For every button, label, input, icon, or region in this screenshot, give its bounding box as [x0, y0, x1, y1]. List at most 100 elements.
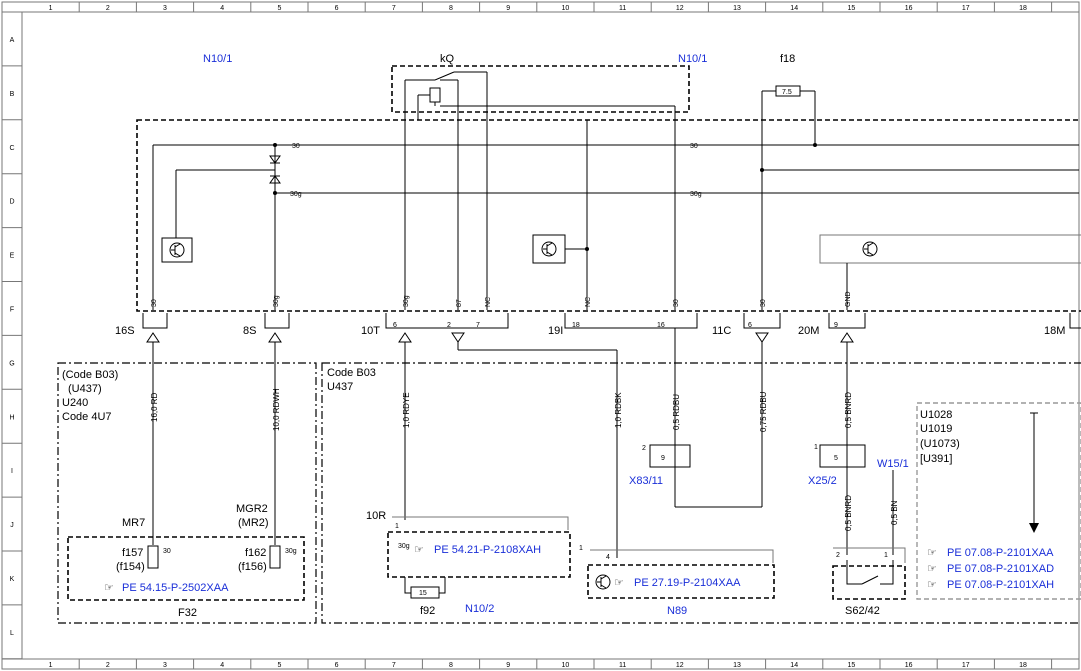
- arrow-down-icon: [1029, 523, 1039, 533]
- connector-10t: 10T 6 2 7: [361, 313, 509, 337]
- fuse-wire: [404, 577, 411, 594]
- reference-icon: ☞: [927, 563, 937, 575]
- column-label: 2: [106, 662, 110, 669]
- svg-text:7: 7: [476, 322, 480, 329]
- svg-text:11C: 11C: [712, 325, 731, 337]
- connector-11c: 11C 6: [712, 313, 781, 337]
- reference-link[interactable]: PE 07.08-P-2101XAH: [947, 579, 1054, 591]
- svg-text:19I: 19I: [548, 325, 563, 337]
- f18-rating: 7.5: [782, 89, 792, 96]
- mgr2-label: MGR2: [236, 503, 268, 515]
- svg-text:9: 9: [661, 455, 665, 462]
- reference-icon: ☞: [614, 577, 624, 589]
- column-label: 3: [163, 662, 167, 669]
- reference-link[interactable]: PE 07.08-P-2101XAA: [947, 547, 1054, 559]
- f157-label: f157: [122, 547, 143, 559]
- bus-label-30g: 30g: [690, 191, 702, 198]
- n10-1-label-right[interactable]: N10/1: [678, 53, 707, 65]
- n10-2-label[interactable]: N10/2: [465, 603, 494, 615]
- switch-wire: [880, 560, 894, 585]
- svg-text:20M: 20M: [798, 325, 819, 337]
- kq-label: kQ: [440, 53, 455, 65]
- pin-number: 1: [395, 523, 399, 530]
- x83-11-label[interactable]: X83/11: [629, 475, 663, 487]
- n10-1-label-left[interactable]: N10/1: [203, 53, 232, 65]
- pin-name: 30g: [285, 548, 297, 555]
- wire-label: 0,75 RDBU: [759, 391, 768, 432]
- n89-label[interactable]: N89: [667, 605, 687, 617]
- bus-label-30: 30: [292, 143, 300, 150]
- junction-dot: [585, 247, 589, 251]
- n10-2-wire: [392, 516, 569, 530]
- column-label: 18: [1019, 662, 1027, 669]
- r10-label: 10R: [366, 510, 386, 522]
- reference-link[interactable]: PE 54.21-P-2108XAH: [434, 544, 541, 556]
- column-label: 14: [790, 5, 798, 12]
- column-label: 4: [220, 5, 224, 12]
- row-label: D: [9, 199, 14, 206]
- reference-link[interactable]: PE 27.19-P-2104XAA: [634, 577, 741, 589]
- column-label: 6: [335, 5, 339, 12]
- column-label: 18: [1019, 5, 1027, 12]
- fuse-wire: [439, 577, 446, 594]
- column-label: 17: [962, 5, 970, 12]
- n89-box: [587, 564, 775, 599]
- code-label: U1019: [920, 423, 952, 435]
- svg-text:6: 6: [748, 322, 752, 329]
- column-label: 17: [962, 662, 970, 669]
- wire-label: 1,0 RDYE: [402, 392, 411, 428]
- wire-label: 0,5 RDBU: [672, 394, 681, 430]
- wire-label: 0,5 BNRD: [844, 495, 853, 531]
- pin-name: NC: [485, 297, 492, 307]
- f32-box: [67, 536, 305, 601]
- column-label: 5: [277, 5, 281, 12]
- n10-2-box: [387, 531, 571, 578]
- connector-20m: 20M 9: [798, 313, 866, 337]
- f18-label: f18: [780, 53, 795, 65]
- x25-2-label[interactable]: X25/2: [808, 475, 837, 487]
- pin-name: 30: [673, 299, 680, 307]
- row-label: C: [9, 145, 14, 152]
- pin-name: NC: [585, 297, 592, 307]
- transistor-icon: [819, 234, 1081, 264]
- reference-icon: ☞: [414, 544, 424, 556]
- row-label: G: [9, 360, 14, 367]
- svg-text:10T: 10T: [361, 325, 380, 337]
- arrow-up-icon: [268, 332, 282, 343]
- row-label: A: [10, 37, 15, 44]
- reference-link[interactable]: PE 54.15-P-2502XAA: [122, 582, 229, 594]
- column-label: 1: [49, 662, 53, 669]
- f156-label: (f156): [238, 561, 267, 573]
- reference-icon: ☞: [927, 547, 937, 559]
- column-label: 15: [848, 5, 856, 12]
- column-label: 11: [619, 5, 626, 12]
- code-label: U1028: [920, 409, 952, 421]
- f154-label: (f154): [116, 561, 145, 573]
- reference-link[interactable]: PE 07.08-P-2101XAD: [947, 563, 1054, 575]
- code-label: Code 4U7: [62, 411, 112, 423]
- w15-1-label[interactable]: W15/1: [877, 458, 909, 470]
- fuse-icon: [269, 545, 281, 569]
- f32-label: F32: [178, 607, 197, 619]
- pin-name: 30: [760, 299, 767, 307]
- svg-text:2: 2: [447, 322, 451, 329]
- pin-name: 87: [456, 299, 463, 307]
- svg-text:9: 9: [834, 322, 838, 329]
- pin-name: GND: [845, 291, 852, 307]
- f92-label: f92: [420, 605, 435, 617]
- code-u1028-region: [916, 402, 1081, 600]
- code-b03-middle-region: [321, 362, 1081, 624]
- column-label: 7: [392, 662, 396, 669]
- code-label: Code B03: [327, 367, 376, 379]
- pin-name: 30g: [273, 295, 280, 307]
- code-label: U240: [62, 397, 88, 409]
- connector-16s: 16S: [115, 313, 168, 337]
- s62-42-wire: [833, 547, 906, 563]
- row-label: F: [10, 306, 14, 313]
- code-b03-left-region: [57, 362, 317, 624]
- row-label: I: [11, 468, 13, 475]
- column-label: 3: [163, 5, 167, 12]
- column-label: 1: [49, 5, 53, 12]
- connector-8s: 8S: [243, 313, 290, 337]
